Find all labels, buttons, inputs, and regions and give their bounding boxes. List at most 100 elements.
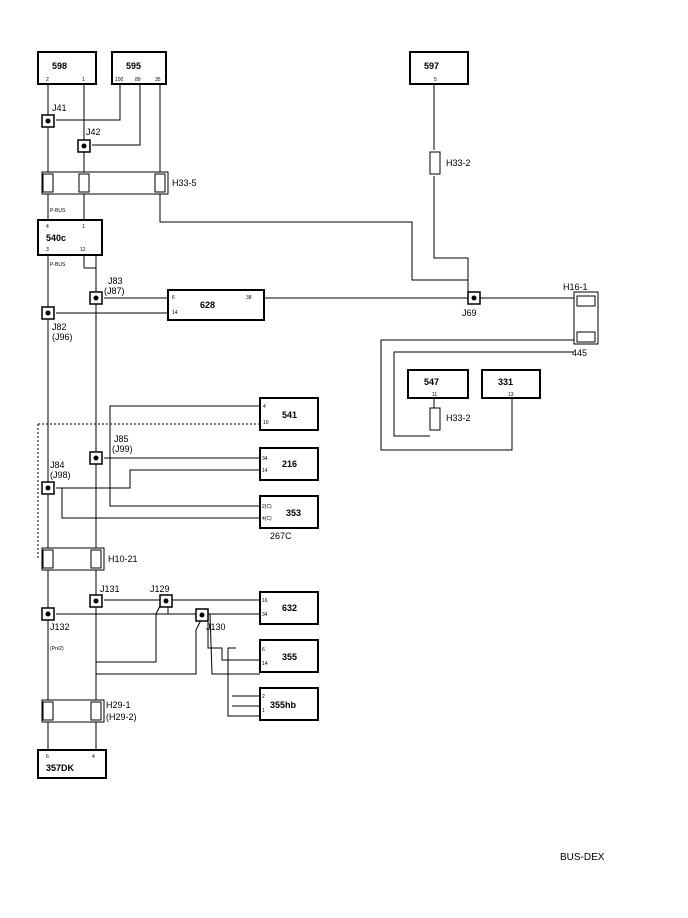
connector-h33-2-lower: H33-2 [429,407,471,431]
svg-text:4: 4 [263,404,266,410]
component-355: 6 14 355 [259,639,319,673]
svg-text:J69: J69 [462,308,477,318]
svg-text:1: 1 [82,224,85,230]
svg-text:5: 5 [434,77,437,83]
svg-text:445: 445 [572,348,587,358]
svg-text:34: 34 [262,612,268,618]
svg-text:598: 598 [52,61,67,71]
component-628: 6 14 628 38 [167,289,265,321]
svg-text:6: 6 [46,754,49,760]
svg-text:2(C): 2(C) [262,504,272,510]
svg-text:J84: J84 [50,460,65,470]
component-541: 4 10 541 [259,397,319,431]
connector-h16-1: H16-1 445 [563,282,599,358]
svg-text:4: 4 [46,224,49,230]
svg-text:1: 1 [262,708,265,714]
svg-text:H10-21: H10-21 [108,554,138,564]
junction-j131: J131 [89,584,120,608]
svg-text:14: 14 [262,661,268,667]
svg-text:J129: J129 [150,584,170,594]
svg-text:J83: J83 [108,276,123,286]
svg-text:34: 34 [262,456,268,462]
component-331: 331 13 [481,369,541,399]
component-595: 595 100 89 35 [111,51,167,85]
label-p-bus-2: P-BUS [50,262,66,268]
svg-text:597: 597 [424,61,439,71]
junction-j41: J41 [41,103,67,128]
label-pn: (Pn/2) [50,646,64,652]
svg-text:331: 331 [498,377,513,387]
svg-text:4(C): 4(C) [262,516,272,522]
svg-text:632: 632 [282,603,297,613]
component-632: 16 34 632 [259,591,319,625]
svg-text:(J96): (J96) [52,332,73,342]
label-p-bus-1: P-BUS [50,208,66,214]
component-353: 2(C) 4(C) 353 [259,495,319,529]
junction-j42: J42 [77,127,101,153]
svg-text:541: 541 [282,410,297,420]
svg-text:J131: J131 [100,584,120,594]
svg-text:357DK: 357DK [46,763,75,773]
svg-text:H29-1: H29-1 [106,700,131,710]
svg-text:H16-1: H16-1 [563,282,588,292]
component-547: 547 11 [407,369,469,399]
svg-text:540c: 540c [46,233,66,243]
svg-text:J130: J130 [206,622,226,632]
footer-code: BUS-DEX [560,852,605,863]
svg-text:1: 1 [82,77,85,83]
svg-text:38: 38 [246,295,252,301]
junction-j85: J85 (J99) [89,434,133,465]
svg-text:13: 13 [508,392,514,398]
svg-text:(J87): (J87) [104,286,125,296]
junction-j132: J132 [41,607,70,632]
svg-text:355hb: 355hb [270,700,297,710]
svg-text:353: 353 [286,508,301,518]
svg-text:(H29-2): (H29-2) [106,712,137,722]
component-216: 34 14 216 [259,447,319,481]
wires [37,84,574,750]
label-267c: 267C [270,531,292,541]
component-357dk: 6 4 357DK [37,749,107,779]
svg-text:J42: J42 [86,127,101,137]
svg-text:H33-5: H33-5 [172,178,197,188]
svg-text:(J98): (J98) [50,470,71,480]
svg-text:35: 35 [155,77,161,83]
junction-j129: J129 [150,584,173,608]
svg-text:89: 89 [135,77,141,83]
component-540c: 4 1 540c 3 12 [37,219,103,256]
svg-text:H33-2: H33-2 [446,158,471,168]
svg-text:4: 4 [92,754,95,760]
svg-text:2: 2 [46,77,49,83]
connector-h29-1: H29-1 (H29-2) [41,699,137,723]
svg-text:(J99): (J99) [112,444,133,454]
junction-j84: J84 (J98) [41,460,71,495]
connector-h33-5: H33-5 [41,171,197,195]
svg-text:628: 628 [200,300,215,310]
svg-text:216: 216 [282,459,297,469]
connector-h10-21: H10-21 [41,547,138,571]
svg-text:100: 100 [115,77,124,83]
svg-text:2: 2 [262,694,265,700]
junction-j83: J83 (J87) [89,276,125,305]
svg-text:16: 16 [262,598,268,604]
svg-text:6: 6 [262,647,265,653]
svg-text:14: 14 [262,468,268,474]
svg-text:H33-2: H33-2 [446,413,471,423]
junction-j69: J69 [462,291,481,318]
svg-text:J132: J132 [50,622,70,632]
component-597: 597 5 [409,51,469,85]
svg-text:J85: J85 [114,434,129,444]
svg-text:547: 547 [424,377,439,387]
svg-text:595: 595 [126,61,141,71]
svg-text:355: 355 [282,652,297,662]
svg-text:14: 14 [172,310,178,316]
junction-j130: J130 [195,608,226,632]
component-598: 598 2 1 [37,51,97,85]
svg-text:J41: J41 [52,103,67,113]
svg-text:J82: J82 [52,322,67,332]
component-355hb: 2 1 355hb [259,687,319,721]
svg-text:11: 11 [432,392,437,398]
svg-text:6: 6 [172,295,175,301]
svg-text:12: 12 [80,247,86,253]
